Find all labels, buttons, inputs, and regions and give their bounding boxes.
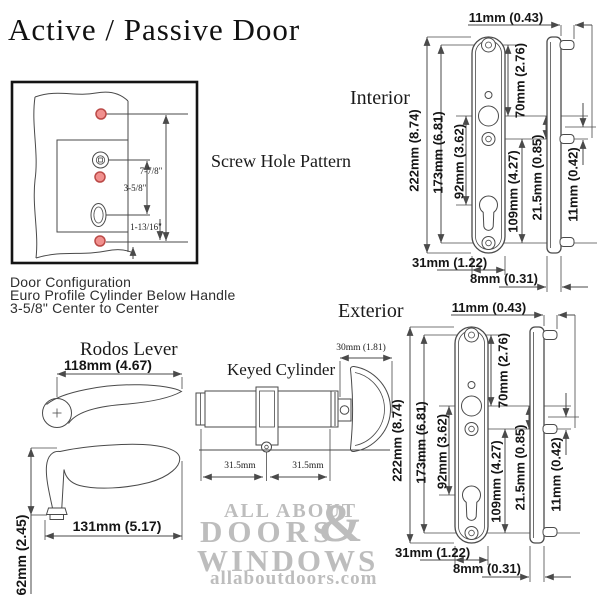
lever-dim-top-length: 118mm (4.67) (64, 357, 152, 373)
lever-dim-height: 62mm (2.45) (13, 514, 29, 596)
exterior-dim-handle-offset: 21.5mm (0.85) (512, 424, 528, 511)
interior-dim-handle-to-cylinder: 92mm (3.62) (451, 123, 467, 200)
interior-dim-width: 31mm (1.22) (412, 255, 488, 270)
interior-label: Interior (350, 87, 410, 109)
lever-profile (45, 443, 181, 509)
pattern-box-border (10, 80, 199, 265)
screw-hole-marker (95, 108, 107, 120)
interior-dim-height: 222mm (8.74) (406, 109, 422, 192)
exterior-dim-top-to-handle: 70mm (2.76) (495, 332, 511, 409)
cylinder-dim-right-half: 31.5mm (292, 461, 324, 471)
lever-label: Rodos Lever (80, 339, 178, 360)
exterior-dim-thickness: 8mm (0.31) (453, 561, 521, 576)
interior-dim-top-offset: 11mm (0.43) (468, 10, 544, 25)
caption-line-2: Euro Profile Cylinder Below Handle (10, 287, 236, 303)
watermark-all-about: ALL ABOUT (224, 500, 358, 522)
interior-dim-cylinder-span: 109mm (4.27) (505, 150, 521, 233)
watermark-url: allaboutdoors.com (210, 568, 378, 589)
lever-blade (46, 384, 183, 424)
exterior-dim-screw-span: 173mm (6.81) (413, 401, 429, 484)
lever-dim-side-length: 131mm (5.17) (72, 518, 162, 534)
exterior-dim-pin-offset: 11mm (0.42) (548, 437, 564, 512)
exterior-dim-cylinder-span: 109mm (4.27) (488, 440, 504, 523)
exterior-label: Exterior (338, 300, 404, 322)
screw-hole-pattern-diagram (10, 80, 199, 265)
interior-dim-pin-offset: 11mm (0.42) (565, 147, 581, 222)
keyed-cylinder-label: Keyed Cylinder (227, 360, 336, 379)
caption-line-3: 3-5/8" Center to Center (10, 300, 159, 316)
exterior-dim-width: 31mm (1.22) (395, 545, 471, 560)
exterior-dim-handle-to-cylinder: 92mm (3.62) (434, 413, 450, 490)
screw-hole-marker (94, 171, 106, 183)
dim-1-13-16: 1-13/16" (130, 222, 162, 232)
screw-hole-marker (94, 235, 106, 247)
interior-dim-top-to-handle: 70mm (2.76) (512, 42, 528, 119)
interior-dim-thickness: 8mm (0.31) (470, 271, 538, 286)
watermark-ampersand-icon: & (318, 493, 363, 553)
screw-hole-pattern-label: Screw Hole Pattern (211, 151, 351, 171)
dim-3-5-8: 3-5/8" (123, 183, 147, 193)
exterior-dim-top-offset: 11mm (0.43) (451, 300, 527, 315)
cylinder-dim-thumbturn: 30mm (1.81) (336, 343, 386, 353)
caption-line-1: Door Configuration (10, 274, 132, 290)
interior-dim-handle-offset: 21.5mm (0.85) (529, 134, 545, 221)
euro-cylinder-marker (90, 203, 107, 227)
cylinder-dim-left-half: 31.5mm (224, 461, 256, 471)
lever-top-view (42, 370, 183, 428)
keyed-cylinder-diagram (195, 354, 393, 481)
lever-side-view (27, 443, 183, 594)
watermark-windows: WINDOWS (197, 543, 379, 578)
thumbturn-knob (349, 365, 392, 453)
page-title: Active / Passive Door (8, 12, 301, 47)
spindle-hole-marker (92, 151, 109, 169)
interior-dim-screw-span: 173mm (6.81) (430, 111, 446, 194)
watermark-doors: DOORS (200, 514, 336, 549)
exterior-dim-height: 222mm (8.74) (389, 399, 405, 482)
dim-7-7-8: 7-7/8" (139, 166, 163, 176)
